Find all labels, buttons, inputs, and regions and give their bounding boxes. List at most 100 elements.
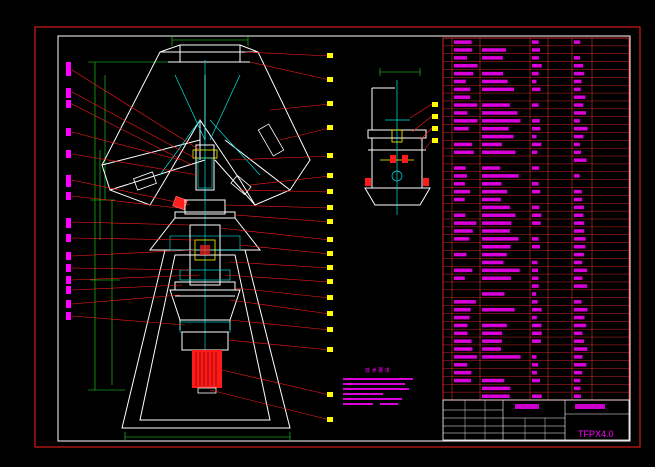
- bom-cell-text: [574, 63, 584, 68]
- bom-cell-text: [532, 205, 540, 210]
- bom-cell-text: [482, 260, 504, 265]
- bom-cell-text: [574, 174, 580, 178]
- bom-cell-text: [574, 307, 588, 312]
- bom-cell-text: [574, 87, 581, 92]
- bom-cell-text: [454, 142, 473, 147]
- bom-cell-text: [532, 189, 541, 194]
- bom-cell-text: [482, 48, 506, 52]
- balloon-marks-right: [327, 53, 333, 422]
- bom-cell-text: [454, 331, 468, 336]
- bom-cell-text: [574, 229, 585, 233]
- bom-cell-text: [574, 347, 588, 351]
- bom-cell-text: [532, 323, 542, 328]
- bom-cell-text: [482, 221, 512, 225]
- motor: [192, 350, 222, 394]
- bom-cell-text: [574, 150, 582, 155]
- bom-cell-text: [454, 63, 478, 68]
- dimension-lines: [88, 36, 291, 441]
- bom-cell-text: [532, 370, 537, 375]
- bom-cell-text: [454, 363, 468, 367]
- bom-cell-text: [482, 182, 502, 186]
- bom-cell-text: [454, 174, 467, 178]
- bom-cell-text: [532, 87, 541, 92]
- bom-cell-text: [454, 56, 467, 60]
- bom-cell-text: [482, 56, 503, 60]
- bom-cell-text: [482, 142, 502, 147]
- main-assembly-view: [66, 36, 333, 441]
- bom-cell-text: [482, 386, 511, 391]
- bom-cell-text: [454, 315, 470, 320]
- bom-cell-text: [454, 229, 473, 233]
- bom-cell-text: [482, 307, 515, 312]
- bom-cell-text: [454, 103, 478, 107]
- bom-cell-text: [532, 244, 540, 249]
- bom-cell-text: [574, 103, 584, 107]
- bom-cell-text: [574, 244, 586, 249]
- bom-cell-text: [454, 252, 467, 257]
- bom-cell-text: [574, 189, 582, 194]
- bom-cell-text: [532, 315, 537, 320]
- bom-cell-text: [454, 87, 471, 92]
- bom-cell-text: [454, 213, 466, 218]
- side-view: [364, 68, 438, 215]
- bom-cell-text: [482, 71, 504, 76]
- side-chutes: [133, 123, 285, 196]
- bom-cell-text: [574, 276, 583, 280]
- bom-cell-text: [574, 386, 581, 391]
- bom-cell-text: [574, 268, 588, 273]
- bom-cell-text: [532, 40, 539, 44]
- bom-cell-text: [454, 95, 471, 99]
- bom-cell-text: [532, 150, 538, 155]
- bom-cell-text: [574, 378, 581, 383]
- bom-cell-text: [574, 119, 580, 123]
- bom-cell-text: [574, 134, 584, 139]
- bom-cell-text: [532, 292, 537, 296]
- bom-cell-text: [574, 221, 585, 225]
- bom-cell-text: [482, 323, 507, 328]
- bom-cell-text: [574, 394, 582, 399]
- bom-cell-text: [454, 370, 472, 375]
- bom-cell-text: [454, 40, 472, 44]
- bom-cell-text: [482, 134, 514, 139]
- bom-cell-text: [454, 347, 473, 351]
- bom-cell-text: [574, 40, 581, 44]
- bom-cell-text: [454, 119, 478, 123]
- bom-cell-text: [532, 134, 537, 139]
- bom-cell-text: [482, 347, 501, 351]
- bom-cell-text: [482, 126, 509, 131]
- bom-cell-text: [454, 111, 468, 115]
- bom-cell-text: [454, 268, 473, 273]
- bom-cell-text: [482, 378, 505, 383]
- bom-cell-text: [532, 221, 541, 225]
- bom-cell-text: [482, 331, 503, 336]
- bom-cell-text: [482, 213, 516, 218]
- bom-cell-text: [454, 189, 471, 194]
- bom-cell-text: [482, 292, 505, 296]
- bom-cell-text: [482, 394, 510, 399]
- bom-cell-text: [482, 339, 502, 343]
- bom-cell-text: [482, 244, 511, 249]
- bom-cell-text: [532, 355, 537, 359]
- bom-cell-text: [482, 252, 507, 257]
- centerline-flow: [159, 60, 261, 200]
- bom-cell-text: [454, 307, 471, 312]
- bom-cell-text: [482, 237, 519, 241]
- bom-cell-text: [454, 300, 476, 304]
- bom-cell-text: [574, 197, 583, 202]
- bom-cell-text: [574, 158, 587, 162]
- bom-cell-text: [532, 300, 538, 304]
- bom-cell-text: [454, 197, 465, 202]
- bom-cell-text: [454, 378, 472, 383]
- bom-cell-text: [482, 111, 518, 115]
- bom-cell-text: [532, 307, 542, 312]
- bom-cell-text: [532, 260, 538, 265]
- drawing-code: TFPX4.0: [578, 429, 614, 439]
- bom-cell-text: [574, 363, 587, 367]
- bom-cell-text: [532, 394, 542, 399]
- bom-cell-text: [574, 355, 583, 359]
- bom-cell-text: [532, 166, 539, 170]
- bom-cell-text: [574, 339, 585, 343]
- bom-cell-text: [574, 323, 587, 328]
- bom-cell-text: [532, 331, 542, 336]
- bom-cell-text: [532, 48, 540, 52]
